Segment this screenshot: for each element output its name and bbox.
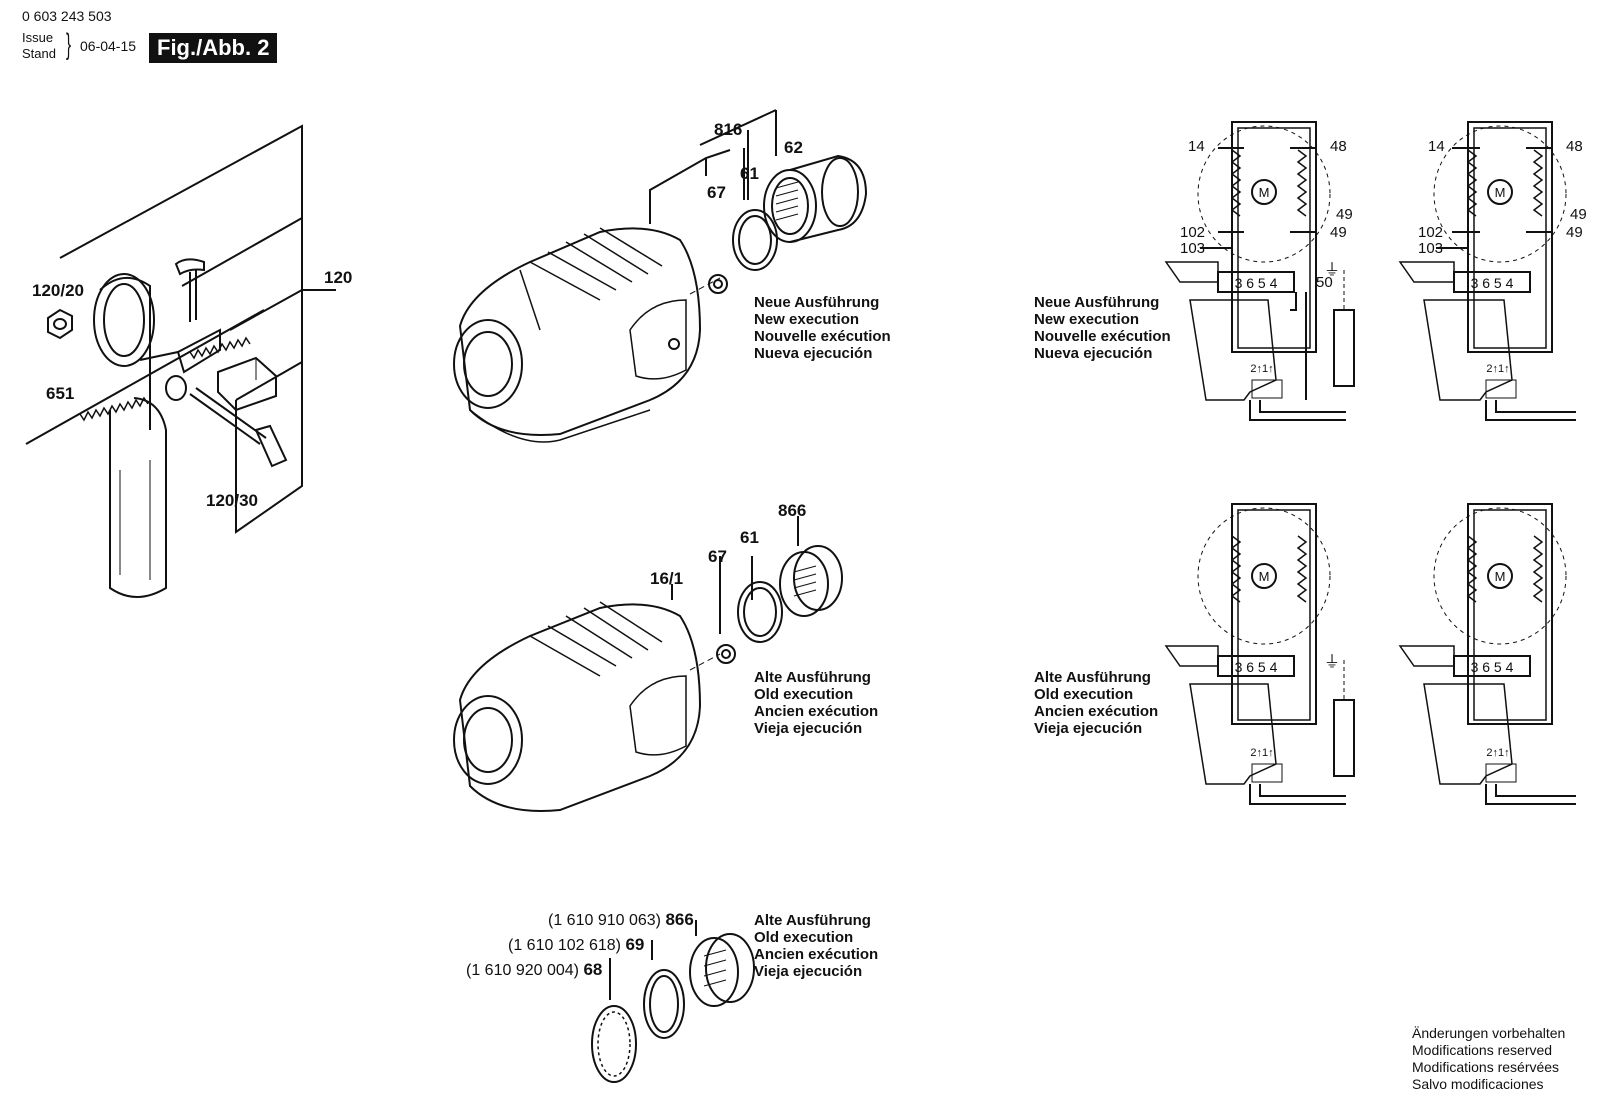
callout-120-30: 120/30 [206,491,258,510]
wiring-callout-49: 49 [1570,206,1587,223]
hammer-head-old [453,516,843,812]
callout-62: 62 [784,138,803,157]
callout-67: 67 [708,547,727,566]
position-number: 866 [665,910,694,929]
callout-651: 651 [46,384,75,403]
label-de: Alte Ausführung [754,669,871,686]
switch-marking: 2↑1↑ [1486,363,1509,375]
ground-symbol-icon: ⏚ [1324,262,1341,279]
wiring-callout-103: 103 [1418,240,1444,257]
label-en: Old execution [754,686,854,703]
parts-row: (1 610 920 004) 68 [466,960,602,980]
notice-es: Salvo modificaciones [1412,1076,1544,1092]
label-de: Neue Ausführung [1034,294,1160,311]
new-execution-label: Neue Ausführung New execution Nouvelle e… [754,294,891,362]
wiring-callout-49: 49 [1336,206,1353,223]
label-de: Alte Ausführung [1034,669,1151,686]
label-fr: Nouvelle exécution [1034,328,1171,345]
label-en: Old execution [1034,686,1134,703]
label-fr: Ancien exécution [754,703,879,720]
notice-de: Änderungen vorbehalten [1412,1025,1566,1041]
hammer-head-new [453,109,868,443]
terminal-strip: 3 6 5 4 [1471,659,1514,675]
wiring-callout-102: 102 [1180,224,1206,241]
notice-en: Modifications reserved [1412,1042,1553,1058]
callout-67: 67 [707,183,726,202]
callout-866: 866 [778,501,807,520]
label-de: Alte Ausführung [754,912,871,929]
label-fr: Nouvelle exécution [754,328,891,345]
wiring-callout-103: 103 [1180,240,1206,257]
callout-61: 61 [740,528,759,547]
side-handle-group [25,124,336,598]
parts-row: (1 610 102 618) 69 [508,935,644,955]
motor-symbol: M [1495,185,1506,200]
old-execution-label: Alte Ausführung Old execution Ancien exé… [754,669,878,737]
wiring-old-without-suppressor [1398,503,1576,805]
label-es: Nueva ejecución [1034,345,1153,362]
wiring-diagrams [1164,121,1576,805]
figure-label: Fig./Abb. 2 [149,33,278,63]
wiring-new-with-suppressor [1164,121,1355,421]
label-fr: Ancien exécution [1034,703,1159,720]
issue-date: 06-04-15 [80,38,137,54]
stand-label: Stand [22,46,56,61]
parts-row: (1 610 910 063) 866 [548,910,694,930]
position-number: 68 [583,960,603,979]
wiring-new-execution-label: Neue Ausführung New execution Nouvelle e… [1034,294,1171,362]
modifications-notice: Änderungen vorbehalten Modifications res… [1412,1025,1565,1093]
parts-old-execution-label: Alte Ausführung Old execution Ancien exé… [754,912,878,980]
callout-816: 816 [714,120,743,139]
order-number: (1 610 920 004) [466,962,579,979]
terminal-strip: 3 6 5 4 [1235,275,1278,291]
motor-symbol: M [1495,569,1506,584]
label-es: Vieja ejecución [754,720,863,737]
wiring-callout-50: 50 [1316,274,1333,291]
wiring-callout-102: 102 [1418,224,1444,241]
label-en: New execution [1034,311,1140,328]
switch-marking: 2↑1↑ [1250,747,1273,759]
motor-symbol: M [1259,569,1270,584]
order-number: (1 610 910 063) [548,912,661,929]
wiring-new-without-suppressor [1398,121,1576,421]
callout-120-20: 120/20 [32,281,84,300]
motor-symbol: M [1259,185,1270,200]
label-es: Nueva ejecución [754,345,873,362]
wiring-callout-14: 14 [1428,138,1445,155]
bearing-parts-old [591,920,755,1083]
wiring-callout-49: 49 [1330,224,1347,241]
wiring-callout-14: 14 [1188,138,1205,155]
label-en: Old execution [754,929,854,946]
notice-fr: Modifications resérvées [1412,1059,1560,1075]
wiring-old-execution-label: Alte Ausführung Old execution Ancien exé… [1034,669,1158,737]
brace-glyph: } [66,28,72,61]
callout-61: 61 [740,164,759,183]
document-part-number: 0 603 243 503 [22,8,112,24]
wiring-callout-48: 48 [1330,138,1347,155]
ground-symbol-icon: ⏚ [1324,654,1341,671]
position-number: 69 [625,935,645,954]
callout-120: 120 [324,268,353,287]
callout-16-1: 16/1 [650,569,684,588]
wiring-callout-49: 49 [1566,224,1583,241]
label-de: Neue Ausführung [754,294,880,311]
issue-stand-labels: Issue Stand [22,30,56,62]
switch-marking: 2↑1↑ [1486,747,1509,759]
switch-marking: 2↑1↑ [1250,363,1273,375]
terminal-strip: 3 6 5 4 [1235,659,1278,675]
terminal-strip: 3 6 5 4 [1471,275,1514,291]
label-es: Vieja ejecución [1034,720,1143,737]
label-es: Vieja ejecución [754,963,863,980]
issue-label: Issue [22,30,54,45]
label-fr: Ancien exécution [754,946,879,963]
wiring-callout-48: 48 [1566,138,1583,155]
wiring-old-with-suppressor [1164,503,1355,805]
label-en: New execution [754,311,860,328]
order-number: (1 610 102 618) [508,937,621,954]
